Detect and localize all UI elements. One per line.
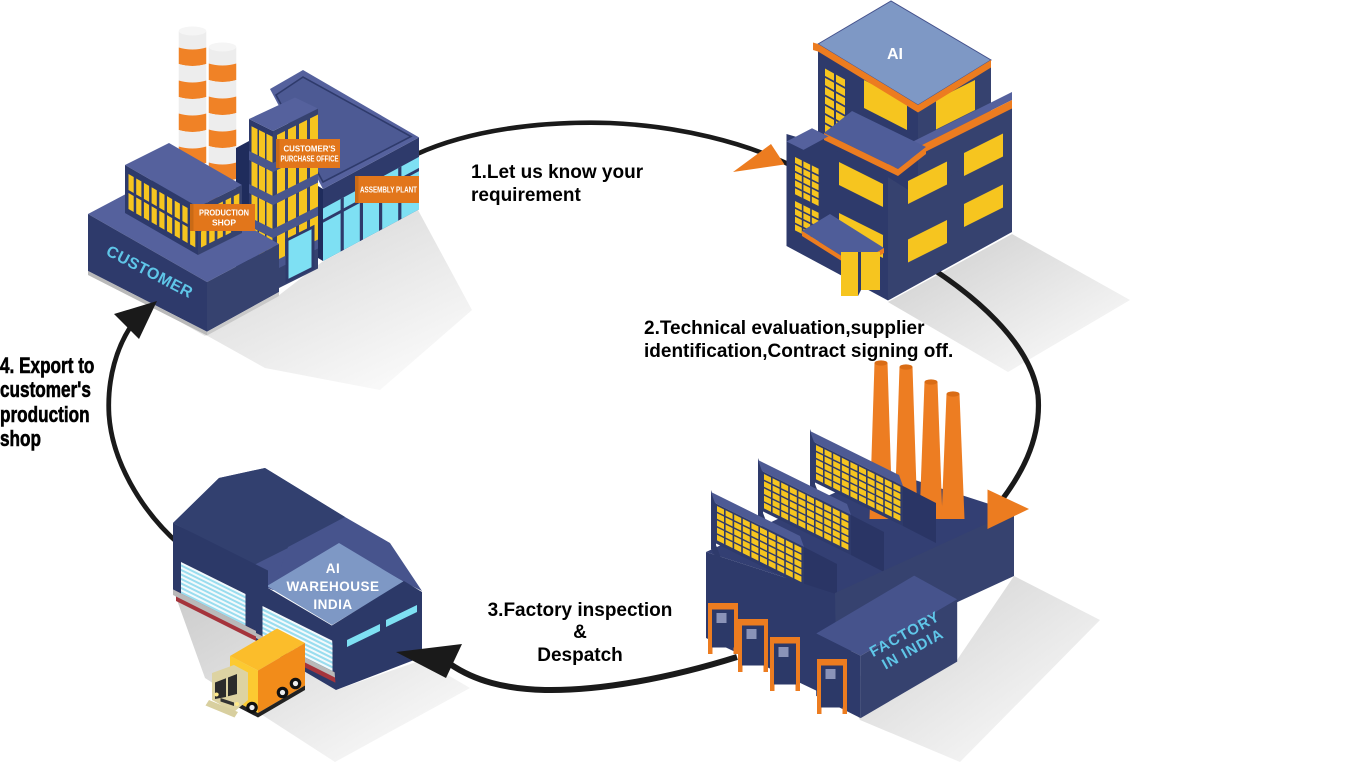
svg-text:CUSTOMER'S: CUSTOMER'S xyxy=(284,145,337,154)
svg-text:AI: AI xyxy=(887,46,903,63)
svg-text:PURCHASE OFFICE: PURCHASE OFFICE xyxy=(281,154,339,163)
svg-text:PRODUCTION: PRODUCTION xyxy=(199,209,249,218)
svg-text:SHOP: SHOP xyxy=(212,218,237,227)
svg-text:ASSEMBLY PLANT: ASSEMBLY PLANT xyxy=(360,186,417,195)
